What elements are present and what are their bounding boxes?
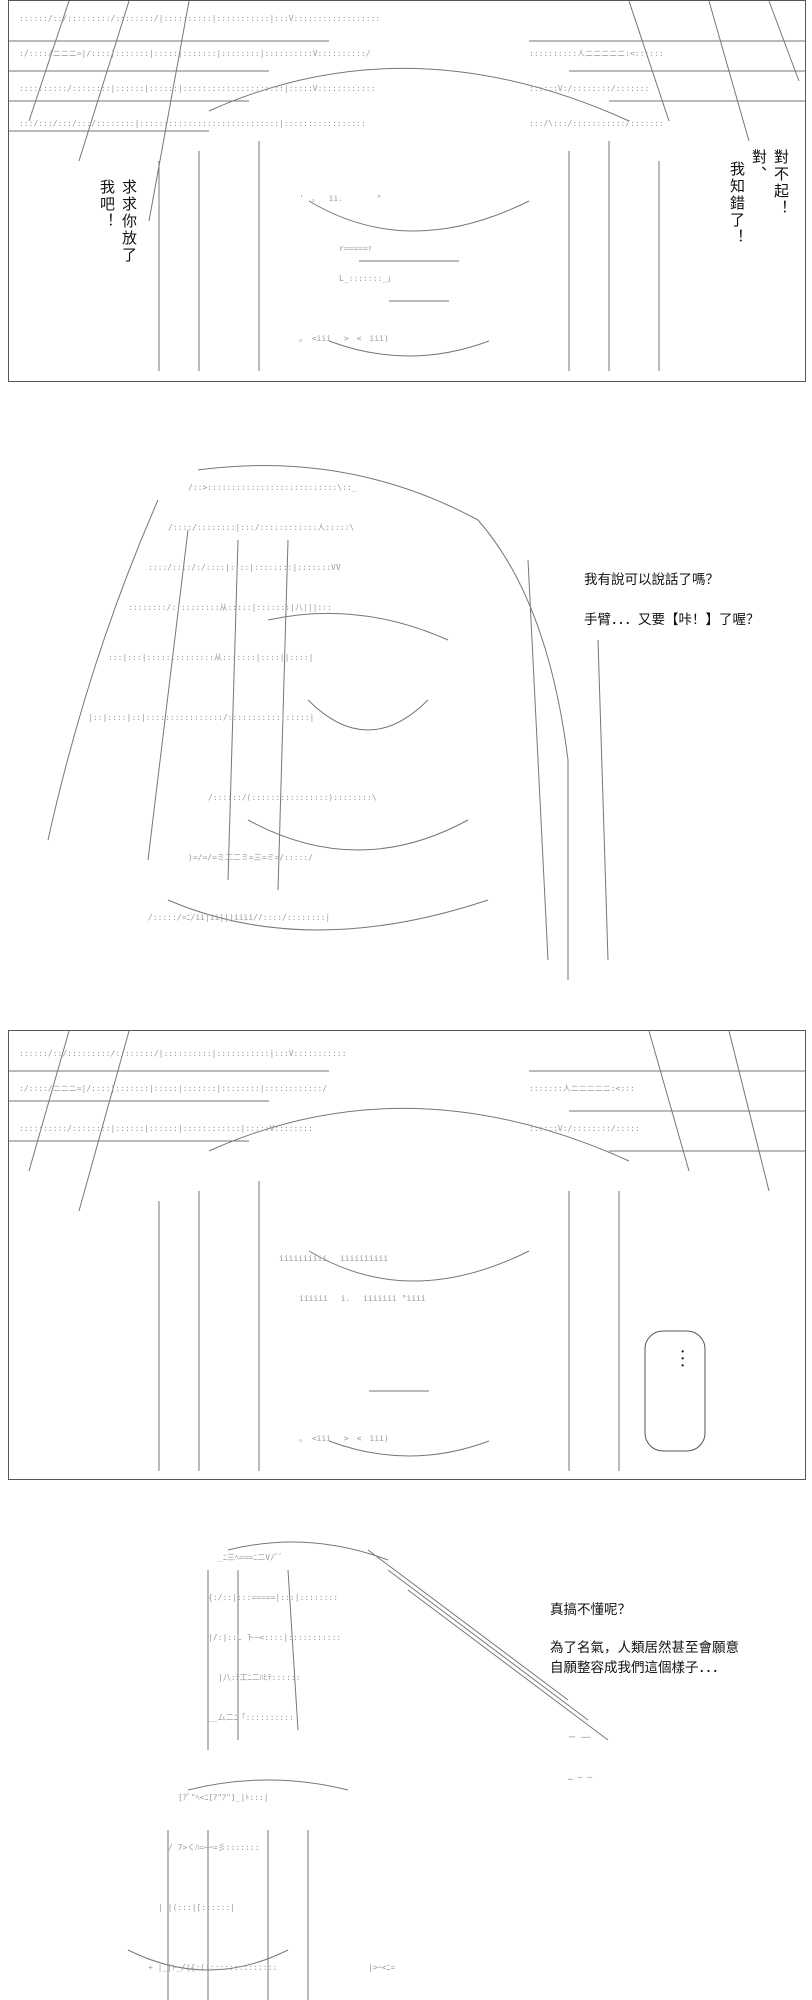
panel-3: ::::::/::/:::::::::/::::::::/|::::::::::… bbox=[8, 1030, 806, 1480]
svg-text:|/:|::L ̄ト─<::::|:::::::::::: |/:|::L ̄ト─<::::|::::::::::: bbox=[208, 1633, 341, 1642]
speech-line-3: 自願整容成我們這個樣子．．． bbox=[550, 1660, 726, 1676]
left-bubble-col-1: 求求你放了 bbox=[120, 179, 138, 264]
svg-text:::::::/::/:::::::::/::::::::/|: ::::::/::/:::::::::/::::::::/|::::::::::… bbox=[19, 1049, 347, 1058]
svg-text:/ 7>くﾊ=─ｰ=彡:::::::: / 7>くﾊ=─ｰ=彡::::::: bbox=[168, 1843, 259, 1852]
svg-text::::/:::/:::/:::/::::::::|:::::: :::/:::/:::/:::/::::::::|:::::::::::::::… bbox=[19, 119, 366, 128]
ellipsis-text: ．．． bbox=[670, 1349, 686, 1377]
speech-line-2: 為了名氣，人類居然甚至會願意 bbox=[550, 1640, 739, 1656]
svg-text:| |(:::|[::::::|: | |(:::|[::::::| bbox=[158, 1903, 235, 1912]
svg-text:::::::/::/:::::::::/::::::::/|: ::::::/::/:::::::::/::::::::/|::::::::::… bbox=[19, 14, 380, 23]
svg-text::::|:::|::::::::::::::从:::::::: :::|:::|::::::::::::::从:::::::|::::||:::… bbox=[108, 653, 313, 662]
svg-text:iiiiiiiiii iiiiiiiiii: iiiiiiiiii iiiiiiiiii bbox=[279, 1254, 388, 1263]
svg-text:/::>::::::::::::::::::::::::::: /::>:::::::::::::::::::::::::::\::_ bbox=[188, 483, 357, 492]
right-speech-bubble-3: 我知錯了！ bbox=[727, 161, 747, 246]
svg-text::::/\:::/:::::::::::/:::::::: :::/\:::/:::::::::::/::::::: bbox=[529, 119, 664, 128]
ascii-art-panel-2: /::>:::::::::::::::::::::::::::\::_ /:::… bbox=[47, 465, 609, 980]
ascii-art-panel-4: _ﾆ三ﾍ===ﾆ二V/ﾞﾞ {:/::|:::=====|:::|:::::::… bbox=[127, 1541, 609, 2000]
right-bubble-col-1: 對不起！ bbox=[772, 149, 790, 217]
speech-line-1: 真搞不懂呢？ bbox=[550, 1602, 631, 1618]
svg-text:' 。 ii. °: ' 。 ii. ° bbox=[299, 194, 382, 203]
svg-text::/::::/ニニニ=|/::::|:::::::|::::: :/::::/ニニニ=|/::::|:::::::|:::::|:::::::|… bbox=[19, 1084, 327, 1093]
svg-text:。 <iii > < iii): 。 <iii > < iii) bbox=[299, 1434, 389, 1443]
svg-text:[ｱﾞ"ﾍ<ﾆ[ｱ"ｱ"]_|ﾄ:::|: [ｱﾞ"ﾍ<ﾆ[ｱ"ｱ"]_|ﾄ:::| bbox=[178, 1793, 269, 1802]
left-bubble-col-2: 我吧！ bbox=[98, 179, 116, 230]
svg-text:。 <iii > < iii): 。 <iii > < iii) bbox=[299, 334, 389, 343]
svg-text:L_:::::::_」: L_:::::::_」 bbox=[339, 274, 395, 283]
svg-text:::::::::::/::::::::|::::::|:::: ::::::::::/::::::::|::::::|::::::|::::::… bbox=[19, 1124, 313, 1133]
panel-1: ::::::/::/:::::::::/::::::::/|::::::::::… bbox=[8, 0, 806, 382]
svg-text:ー ──: ー ── bbox=[568, 1733, 591, 1742]
svg-text:+ |_|ﾄ_/|{:(:::::::::::::::: + |_|ﾄ_/|{:(::::::::::::::: bbox=[148, 1963, 277, 1972]
svg-text::::::::人ニニニニニ:<:::: :::::::人ニニニニニ:<::: bbox=[529, 1084, 635, 1093]
panel-4: _ﾆ三ﾍ===ﾆ二V/ﾞﾞ {:/::|:::=====|:::|:::::::… bbox=[8, 1530, 804, 2000]
speech-line-2: 手臂．．．又要【咔！】了喔？ bbox=[584, 612, 760, 628]
svg-text:_ﾆ三ﾍ===ﾆ二V/ﾞﾞ: _ﾆ三ﾍ===ﾆ二V/ﾞﾞ bbox=[218, 1553, 283, 1562]
svg-text:::::::::/::::::::::从:::::|::::: ::::::::/::::::::::从:::::|:::::::|八|||::… bbox=[128, 603, 332, 612]
ascii-art-panel-3: ::::::/::/:::::::::/::::::::/|::::::::::… bbox=[9, 1031, 805, 1471]
right-speech-bubble-1: 對不起！ bbox=[771, 149, 791, 217]
left-speech-bubble: 求求你放了 bbox=[119, 179, 139, 264]
panel-2: /::>:::::::::::::::::::::::::::\::_ /:::… bbox=[8, 460, 804, 980]
svg-text:/::::::/(::::::::::::::::)::::: /::::::/(::::::::::::::::)::::::::\ bbox=[208, 793, 377, 802]
speech-line-1: 我有說可以說話了嗎？ bbox=[584, 572, 719, 588]
svg-text:::::/::::/:/::::|::::|::::::::: ::::/::::/:/::::|::::|::::::::|:::::::VV bbox=[148, 563, 341, 572]
svg-text:::::::::::/::::::::|::::::|:::: ::::::::::/::::::::|::::::|::::::|::::::… bbox=[19, 84, 375, 93]
left-speech-bubble-2: 我吧！ bbox=[97, 179, 117, 230]
svg-text:::::::V:/::::::::/:::::: ::::::V:/::::::::/::::: bbox=[529, 1124, 640, 1133]
svg-text:|::|::::|::|::::::::::::::::/:: |::|::::|::|::::::::::::::::/:::::::::::… bbox=[88, 713, 314, 722]
svg-text:::::::::::人ニニニニニ:<::::::: ::::::::::人ニニニニニ:<:::::: bbox=[529, 49, 664, 58]
svg-text::/::::/ニニニ=|/::::|:::::::|::::: :/::::/ニニニ=|/::::|:::::::|:::::|:::::::|… bbox=[19, 49, 371, 58]
right-speech-bubble-2: 對、 bbox=[749, 149, 769, 183]
svg-text:iiiiii i. iiiiiii °iiii: iiiiii i. iiiiiii °iiii bbox=[299, 1294, 426, 1303]
svg-text:/:::::/=ﾆ/ii|ii|||iiii//::::/:: /:::::/=ﾆ/ii|ii|||iiii//::::/::::::::| bbox=[148, 913, 330, 922]
ellipsis-bubble: ．．． bbox=[667, 1349, 689, 1377]
svg-text:/::::/::::::::|:::/:::::::::::: /::::/::::::::|:::/::::::::::::人:::::\ bbox=[168, 523, 354, 532]
right-bubble-col-3: 我知錯了！ bbox=[728, 161, 746, 246]
ascii-art-panel-1: ::::::/::/:::::::::/::::::::/|::::::::::… bbox=[9, 1, 805, 371]
svg-text:)=/=/=ミ二二ミ=三=ミ=/:::::/: )=/=/=ミ二二ミ=三=ミ=/:::::/ bbox=[188, 853, 313, 862]
svg-text:r=====ｧ: r=====ｧ bbox=[339, 244, 372, 253]
svg-text:::::::V:/::::::::/:::::::: ::::::V:/::::::::/::::::: bbox=[529, 84, 649, 93]
right-bubble-col-2: 對、 bbox=[750, 149, 768, 183]
svg-text:__ム二ﾆ「::::::::::: __ム二ﾆ「:::::::::: bbox=[208, 1713, 294, 1722]
svg-text:|>ｰ<ﾆ=: |>ｰ<ﾆ= bbox=[368, 1963, 395, 1972]
svg-text:… ─ ─: … ─ ─ bbox=[568, 1773, 592, 1782]
svg-text:|八:ﾃ工ﾆ二ﾊﾋﾃ::::::: |八:ﾃ工ﾆ二ﾊﾋﾃ:::::: bbox=[218, 1673, 301, 1682]
svg-text:{:/::|:::=====|:::|::::::::: {:/::|:::=====|:::|:::::::: bbox=[208, 1593, 338, 1602]
